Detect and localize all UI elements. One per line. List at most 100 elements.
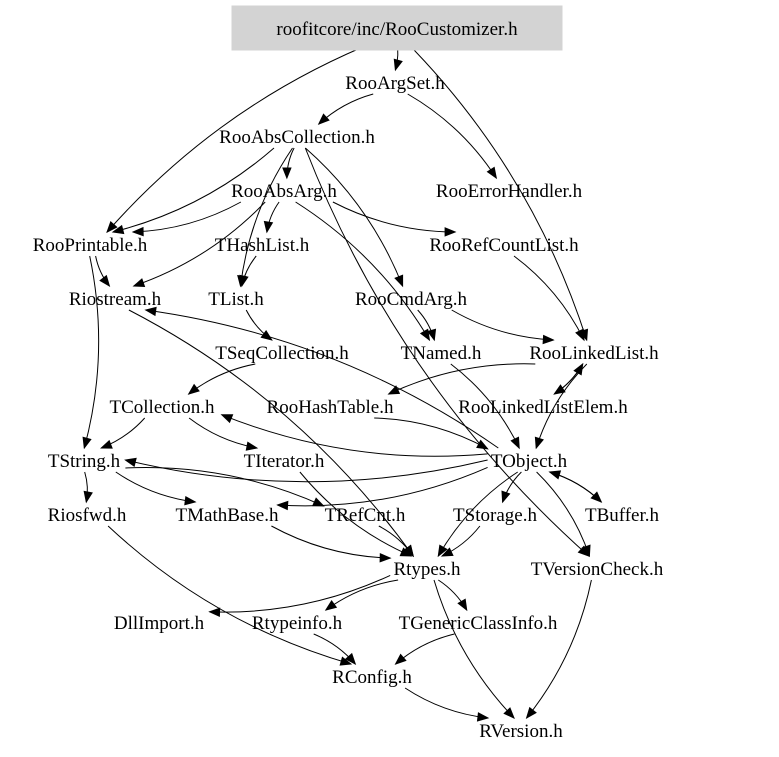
- node-label: TSeqCollection.h: [215, 343, 349, 364]
- node-rooprintable[interactable]: RooPrintable.h: [33, 235, 148, 256]
- node-label: TVersionCheck.h: [531, 559, 664, 580]
- root-node-box: [231, 5, 563, 51]
- node-label: RooRefCountList.h: [429, 235, 579, 256]
- edge-root-to-rooprintable: [106, 39, 381, 234]
- node-rtypes[interactable]: Rtypes.h: [393, 559, 461, 580]
- edge-tobject-to-tversioncheck: [536, 471, 591, 558]
- node-tlist[interactable]: TList.h: [208, 289, 264, 310]
- edge-tcollection-to-titerator: [188, 417, 259, 451]
- node-label: TStorage.h: [453, 505, 537, 526]
- edge-rooabsarg-to-riostream: [132, 201, 266, 288]
- edge-rtypes-to-rversion: [433, 579, 515, 719]
- edge-roolinkedlistelem-to-roolinkedlist: [554, 362, 584, 395]
- node-tmathbase[interactable]: TMathBase.h: [176, 505, 279, 526]
- node-tobject[interactable]: TObject.h: [491, 451, 568, 472]
- node-rooabscollection[interactable]: RooAbsCollection.h: [219, 127, 375, 148]
- node-roorefcountlist[interactable]: RooRefCountList.h: [429, 235, 579, 256]
- node-rconfig[interactable]: RConfig.h: [332, 667, 412, 688]
- nodes-layer: roofitcore/inc/RooCustomizer.hRooArgSet.…: [33, 5, 664, 742]
- edge-tobject-to-rtypes: [437, 471, 518, 558]
- node-label: RooLinkedList.h: [529, 343, 659, 364]
- node-rooargset[interactable]: RooArgSet.h: [345, 73, 445, 94]
- node-thashlist[interactable]: THashList.h: [215, 235, 310, 256]
- node-rtypeinfo[interactable]: Rtypeinfo.h: [252, 613, 343, 634]
- edge-rooprintable-to-riostream: [95, 255, 111, 288]
- edges-layer: [82, 39, 603, 722]
- node-label: TObject.h: [491, 451, 568, 472]
- node-label: TGenericClassInfo.h: [399, 613, 558, 634]
- node-label: RooErrorHandler.h: [436, 181, 583, 202]
- edge-tversioncheck-to-rversion: [525, 579, 592, 720]
- edge-roolinkedlist-to-roohashtable: [387, 363, 536, 395]
- node-tcollection[interactable]: TCollection.h: [109, 397, 215, 418]
- node-label: roofitcore/inc/RooCustomizer.h: [276, 19, 518, 40]
- node-trefcnt[interactable]: TRefCnt.h: [325, 505, 406, 526]
- edge-trefcnt-to-rtypes: [378, 525, 414, 558]
- node-tseqcollection[interactable]: TSeqCollection.h: [215, 343, 349, 364]
- edge-rtypes-to-rtypeinfo: [324, 579, 399, 611]
- node-tbuffer[interactable]: TBuffer.h: [585, 505, 660, 526]
- node-label: TIterator.h: [244, 451, 325, 472]
- node-titerator[interactable]: TIterator.h: [244, 451, 325, 472]
- node-tgenericclassinfo[interactable]: TGenericClassInfo.h: [399, 613, 558, 634]
- node-label: RooLinkedListElem.h: [458, 397, 628, 418]
- edge-tobject-to-tcollection: [220, 414, 488, 457]
- edge-tobject-to-riostream: [144, 306, 499, 449]
- node-label: TMathBase.h: [176, 505, 279, 526]
- node-rooerrorhandler[interactable]: RooErrorHandler.h: [436, 181, 583, 202]
- edge-tobject-to-tstring: [124, 457, 488, 483]
- node-riosfwd[interactable]: Riosfwd.h: [48, 505, 127, 526]
- node-label: RVersion.h: [479, 721, 563, 742]
- node-label: RooAbsArg.h: [231, 181, 337, 202]
- edge-rconfig-to-rversion: [404, 687, 490, 722]
- edge-rtypes-to-tgenericclassinfo: [438, 579, 468, 612]
- edge-roocmdarg-to-roolinkedlist: [451, 309, 555, 345]
- node-tversioncheck[interactable]: TVersionCheck.h: [531, 559, 664, 580]
- edge-rooabscollection-to-roocmdarg: [305, 147, 404, 288]
- node-tnamed[interactable]: TNamed.h: [401, 343, 482, 364]
- node-roohashtable[interactable]: RooHashTable.h: [267, 397, 394, 418]
- node-roocmdarg[interactable]: RooCmdArg.h: [355, 289, 468, 310]
- edge-rooargset-to-rooerrorhandler: [407, 93, 498, 180]
- node-rversion[interactable]: RVersion.h: [479, 721, 563, 742]
- edge-tobject-to-tstorage: [501, 471, 522, 504]
- edge-tstring-to-trefcnt: [125, 467, 325, 507]
- edge-tstring-to-tmathbase: [115, 471, 197, 506]
- node-label: Riosfwd.h: [48, 505, 127, 526]
- node-dllimport[interactable]: DllImport.h: [114, 613, 205, 634]
- node-riostream[interactable]: Riostream.h: [69, 289, 162, 310]
- node-tstorage[interactable]: TStorage.h: [453, 505, 537, 526]
- node-label: RooHashTable.h: [267, 397, 394, 418]
- node-label: RooCmdArg.h: [355, 289, 468, 310]
- node-roolinkedlistelem[interactable]: RooLinkedListElem.h: [458, 397, 628, 418]
- node-label: TCollection.h: [109, 397, 215, 418]
- edge-rooargset-to-rooabscollection: [317, 93, 374, 125]
- edge-rooabsarg-to-roorefcountlist: [332, 201, 457, 237]
- edge-tstring-to-riosfwd: [83, 471, 93, 504]
- node-root[interactable]: roofitcore/inc/RooCustomizer.h: [231, 5, 563, 51]
- node-label: Rtypes.h: [393, 559, 461, 580]
- edge-rooabsarg-to-rooprintable: [131, 201, 242, 237]
- edge-tseqcollection-to-tcollection: [187, 363, 256, 395]
- node-label: TString.h: [48, 451, 121, 472]
- node-label: RooArgSet.h: [345, 73, 445, 94]
- node-label: Riostream.h: [69, 289, 162, 310]
- node-label: RConfig.h: [332, 667, 412, 688]
- edge-riosfwd-to-rconfig: [107, 525, 353, 666]
- edge-rooabscollection-to-rooprintable: [111, 147, 275, 235]
- edge-rtypeinfo-to-rconfig: [313, 633, 357, 666]
- node-label: RooPrintable.h: [33, 235, 148, 256]
- edge-rtypes-to-dllimport: [208, 574, 391, 617]
- edge-rooabsarg-to-tnamed: [295, 201, 431, 342]
- edge-tnamed-to-tobject: [450, 363, 520, 450]
- node-label: RooAbsCollection.h: [219, 127, 375, 148]
- node-roolinkedlist[interactable]: RooLinkedList.h: [529, 343, 659, 364]
- edge-tstorage-to-rtypes: [440, 525, 481, 557]
- edge-tbuffer-to-tobject: [548, 470, 602, 503]
- edge-tlist-to-tseqcollection: [245, 309, 273, 341]
- node-label: DllImport.h: [114, 613, 205, 634]
- node-tstring[interactable]: TString.h: [48, 451, 121, 472]
- edge-roorefcountlist-to-roolinkedlist: [513, 255, 585, 342]
- node-rooabsarg[interactable]: RooAbsArg.h: [231, 181, 337, 202]
